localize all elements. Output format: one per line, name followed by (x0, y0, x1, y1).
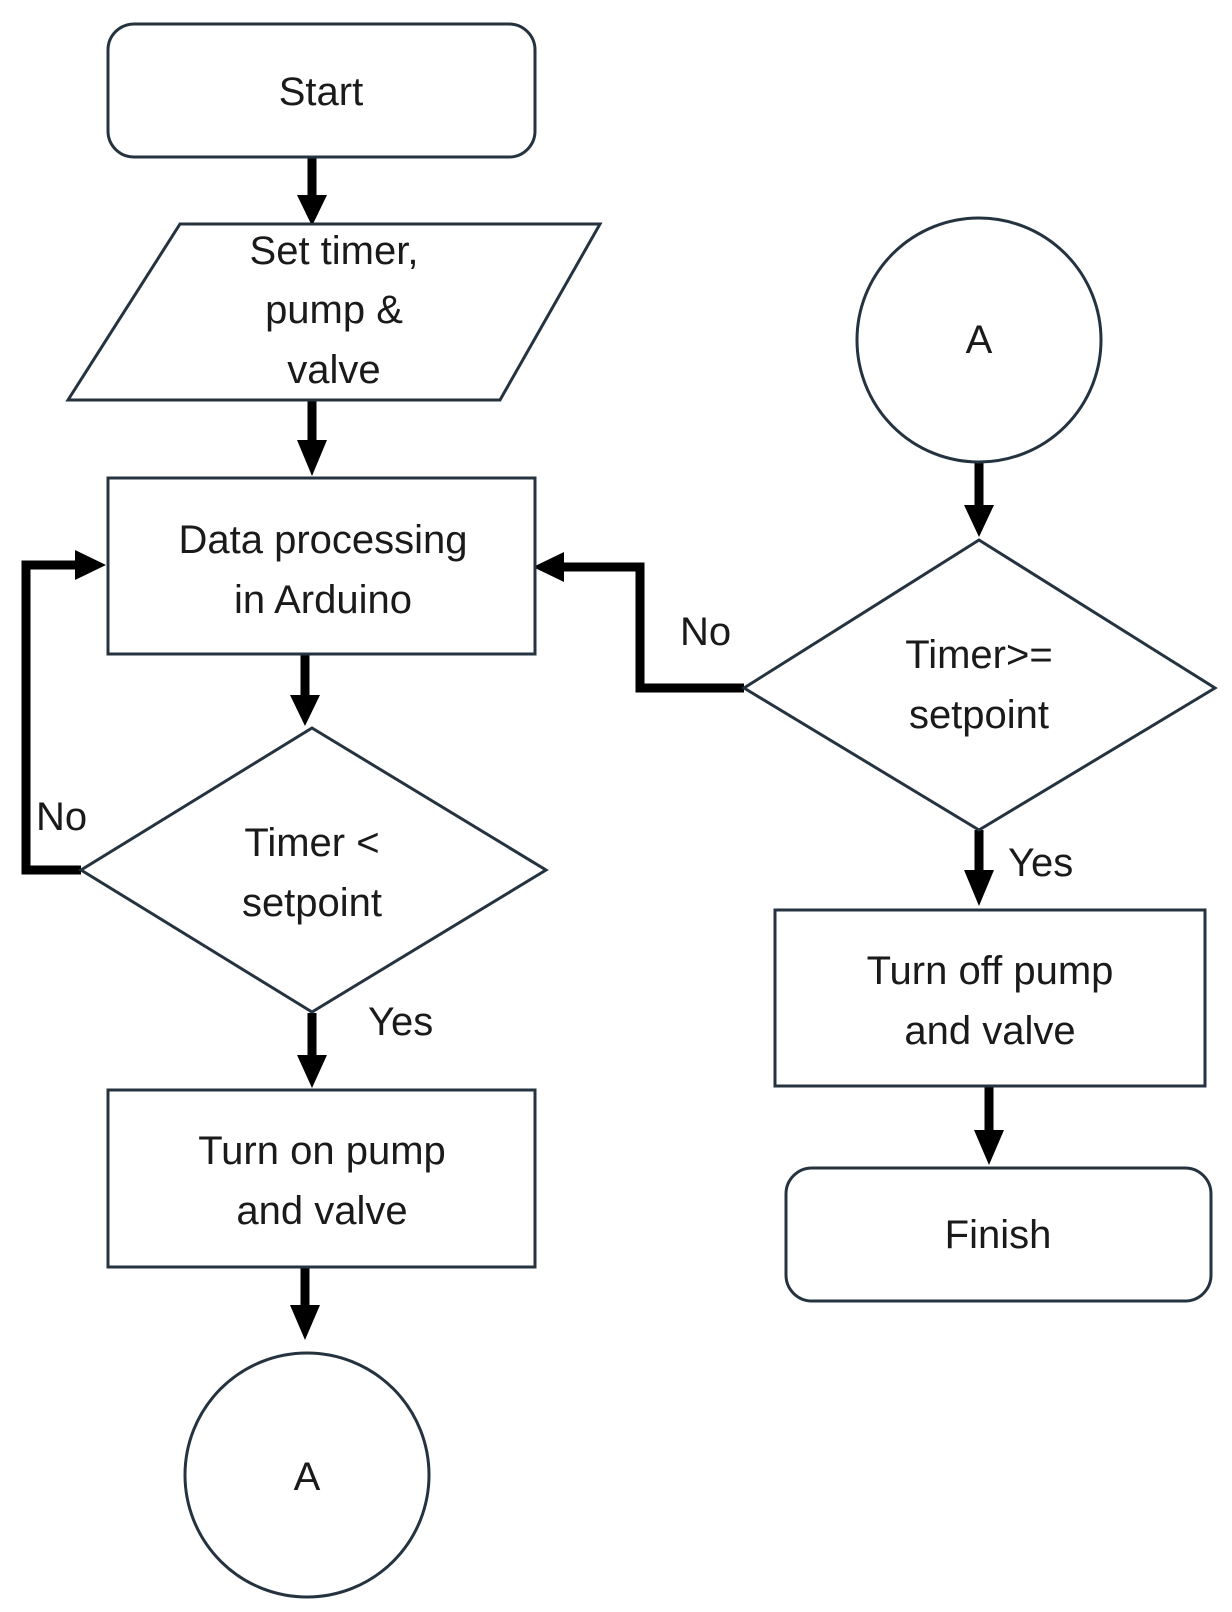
connector-bottom-node: A (183, 1351, 431, 1599)
decision-right-label-line-2: setpoint (909, 693, 1049, 737)
input-label-line-3: valve (287, 348, 380, 392)
arrowhead-down-icon (290, 695, 320, 726)
input-node: Set timer, pump & valve (65, 222, 603, 402)
turn-off-label-line-2: and valve (904, 1009, 1075, 1053)
svg-text:in Arduino: in Arduino (234, 578, 412, 622)
connector-bottom-label: A (294, 1455, 321, 1499)
arrowhead-down-icon (964, 870, 994, 906)
decision-left-label-line-1: Timer < (244, 821, 379, 865)
svg-text:valve: valve (287, 348, 380, 392)
turn-on-label-line-2: and valve (236, 1189, 407, 1233)
start-node: Start (106, 22, 537, 159)
svg-text:Data processing: Data processing (178, 518, 467, 562)
svg-text:pump &: pump & (265, 288, 403, 332)
svg-text:Yes: Yes (1008, 841, 1073, 885)
process-label-line-2: in Arduino (234, 578, 412, 622)
svg-text:Timer>=: Timer>= (905, 633, 1052, 677)
arrowhead-right-icon (75, 550, 106, 580)
edge-label-no-left: No (36, 795, 87, 839)
svg-text:Turn on pump: Turn on pump (198, 1129, 446, 1173)
arrowhead-left-icon (533, 552, 564, 582)
svg-text:Set timer,: Set timer, (250, 229, 419, 273)
svg-text:and valve: and valve (904, 1009, 1075, 1053)
start-label: Start (279, 70, 363, 114)
arrowhead-down-icon (964, 505, 994, 537)
decision-left-node: Timer < setpoint (78, 726, 549, 1014)
decision-right-label-line-1: Timer>= (905, 633, 1052, 677)
svg-text:No: No (36, 795, 87, 839)
edge-label-yes-right: Yes (1008, 841, 1073, 885)
arrowhead-down-icon (290, 1305, 320, 1340)
finish-label: Finish (945, 1213, 1052, 1257)
arrowhead-down-icon (297, 195, 327, 226)
turn-off-label-line-1: Turn off pump (867, 949, 1114, 993)
connector-lines (21, 155, 994, 1310)
svg-text:Turn off pump: Turn off pump (867, 949, 1114, 993)
connector-top-node: A (855, 216, 1103, 464)
svg-text:Start: Start (279, 70, 363, 114)
svg-text:setpoint: setpoint (909, 693, 1049, 737)
turn-off-node: Turn off pump and valve (773, 908, 1207, 1088)
turn-on-node: Turn on pump and valve (106, 1088, 537, 1269)
edge-label-no-right: No (680, 610, 731, 654)
svg-text:and valve: and valve (236, 1189, 407, 1233)
svg-text:Timer <: Timer < (244, 821, 379, 865)
process-label-line-1: Data processing (178, 518, 467, 562)
edge-decision-no-loop (21, 560, 81, 875)
edge-decision-right-no-loop (558, 562, 744, 693)
edge-label-yes-left: Yes (368, 1000, 433, 1044)
decision-left-label-line-2: setpoint (242, 881, 382, 925)
svg-text:A: A (294, 1455, 321, 1499)
svg-text:Finish: Finish (945, 1213, 1052, 1257)
svg-text:A: A (966, 318, 993, 362)
arrowhead-down-icon (297, 440, 327, 476)
svg-text:No: No (680, 610, 731, 654)
svg-text:Yes: Yes (368, 1000, 433, 1044)
turn-on-label-line-1: Turn on pump (198, 1129, 446, 1173)
process-node: Data processing in Arduino (106, 476, 537, 656)
arrowheads (75, 195, 1004, 1340)
arrowhead-down-icon (297, 1055, 327, 1088)
svg-text:setpoint: setpoint (242, 881, 382, 925)
arrowhead-down-icon (974, 1130, 1004, 1165)
decision-right-node: Timer>= setpoint (741, 538, 1218, 832)
input-label-line-2: pump & (265, 288, 403, 332)
connector-top-label: A (966, 318, 993, 362)
input-label-line-1: Set timer, (250, 229, 419, 273)
finish-node: Finish (784, 1166, 1213, 1303)
